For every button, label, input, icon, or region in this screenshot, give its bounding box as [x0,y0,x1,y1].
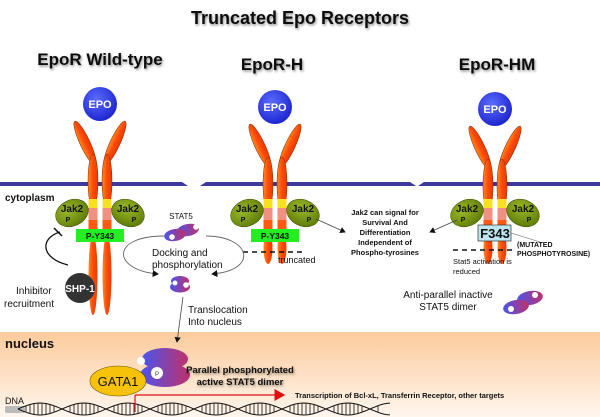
stat5-active-dimer-nucleus: P [137,348,190,387]
nucleus-label: nucleus [5,336,54,351]
phospho-label: P [132,217,137,224]
phospho-label: P [241,217,246,224]
site-label: P-Y343 [261,231,290,241]
phosphotyrosine-site [76,229,124,242]
gata1-protein [89,365,147,397]
jak2-label: Jak2 [456,204,479,215]
epo-label: EPO [88,99,112,111]
box-yellow [277,199,287,208]
inhibition-bar [53,227,63,237]
receptor-cytoplasmic [263,220,273,232]
jak2-kinase [55,198,89,228]
mutation-note-1: (MUTATED [517,242,553,249]
stat5-antiparallel-dimer [503,290,543,315]
jak2-kinase [111,198,145,228]
box-pink [263,208,273,220]
phospho-label: P [527,217,532,224]
parallel-label-1: Parallel phosphorylated [186,365,294,376]
mutation-callout-line [510,232,541,243]
jak2-kinase [230,198,264,228]
dna-label: DNA [5,396,24,406]
inhibition-curve [45,231,69,266]
phosphotyrosine-site [251,229,299,242]
epo-label: EPO [483,104,507,116]
receptor-tail [102,235,112,315]
dna-helix [17,402,391,416]
stat5-note-1: Stat5 activation is [453,257,512,266]
cytoplasm-label: cytoplasm [5,193,55,204]
diagram-title: Truncated Epo Receptors [191,8,409,28]
box-pink [483,208,493,220]
phospho-label: P [461,217,466,224]
phospho-label: P [66,217,71,224]
stat5-monomers [164,223,199,242]
box-yellow [102,199,112,208]
jak2-kinase [450,198,484,228]
site-label: P-Y343 [86,231,115,241]
docking-label-2: phosphorylation [152,260,223,271]
antiparallel-label-1: Anti-parallel inactive [403,290,493,301]
jak2-label: Jak2 [236,204,259,215]
receptor-tail [88,235,98,315]
jak2-note-line: Phospho-tyrosines [351,248,419,257]
box-yellow [497,199,507,208]
box-pink [277,208,287,220]
epo-ligand [83,87,117,121]
truncated-label: truncated [278,255,316,265]
parallel-label-2: active STAT5 dimer [197,377,284,388]
panel-title: EpoR-HM [459,55,535,74]
stat5-phospho-dimer-cytoplasm [170,276,190,293]
inhibitor-label-2: recruitment [4,299,54,310]
epo-ligand [258,90,292,124]
site-label: F343 [480,226,510,241]
jak2-label: Jak2 [61,204,84,215]
docking-label-1: Docking and [152,248,208,259]
box-yellow [263,199,273,208]
docking-arrow-right [205,235,244,278]
transcription-label: Transcription of Bcl-xL, Transferrin Rec… [295,391,504,400]
receptor-cytoplasmic [277,220,287,232]
jak2-note-line: Differentiation [360,228,411,237]
box-pink [88,208,98,220]
epo-label: EPO [263,102,287,114]
docking-arrow-left [123,235,165,278]
box-yellow [483,199,493,208]
jak2-label: Jak2 [292,204,315,215]
jak2-note-line: Survival And [362,218,408,227]
jak2-kinase [506,198,540,228]
jak2-label: Jak2 [117,204,140,215]
phospho-label: P [307,217,312,224]
panel-title: EpoR Wild-type [37,50,162,69]
receptor-cytoplasmic [102,220,112,232]
box-pink [102,208,112,220]
translocation-arrow [174,296,184,343]
jak2-label: Jak2 [512,204,535,215]
jak2-note-arrow-left [315,218,346,233]
panel-title: EpoR-H [241,55,303,74]
translocation-label-2: Into nucleus [188,317,242,328]
box-pink [497,208,507,220]
translocation-label-1: Translocation [188,305,248,316]
jak2-note-line: Jak2 can signal for [351,208,419,217]
stat5-label: STAT5 [169,212,193,221]
shp1-label: SHP-1 [65,284,95,295]
svg-text:P: P [155,372,159,378]
box-yellow [88,199,98,208]
mutation-note-2: PHOSPHOTYROSINE) [517,251,590,258]
gata1-label: GATA1 [98,374,139,389]
epo-ligand [478,92,512,126]
inhibitor-label-1: Inhibitor [16,286,52,297]
jak2-note-arrow-right [429,219,458,233]
stat5-note-2: reduced [453,267,480,276]
jak2-note-line: Independent of [358,238,412,247]
receptor-cytoplasmic [88,220,98,232]
antiparallel-label-2: STAT5 dimer [419,302,477,313]
shp1-protein [65,273,95,303]
